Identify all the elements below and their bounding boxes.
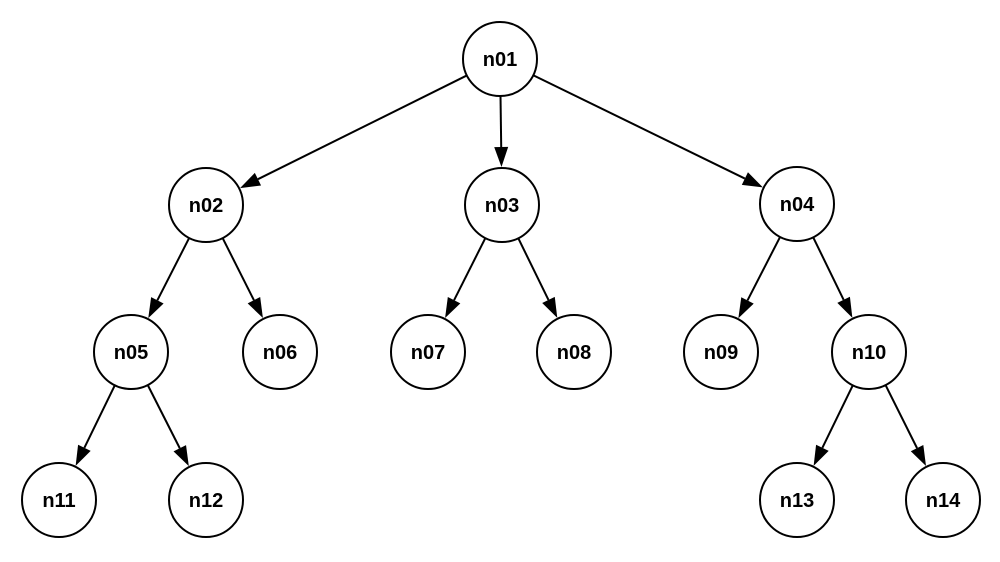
edge-line [83,384,116,449]
edge-line [517,237,550,301]
edge-n01-n02 [240,74,468,189]
edge-n03-n08 [517,237,558,318]
node-n03: n03 [464,167,540,243]
edge-n04-n10 [812,236,853,318]
node-label: n03 [485,195,519,217]
node-label: n06 [263,342,297,364]
node-n14: n14 [905,462,981,538]
node-circle [536,314,612,390]
edge-line [499,95,503,148]
node-n01: n01 [462,21,538,97]
arrowhead-icon [240,172,262,189]
node-n10: n10 [831,314,907,390]
edge-n04-n09 [738,236,781,319]
arrowhead-icon [542,296,558,318]
node-circle [168,167,244,243]
node-circle [242,314,318,390]
edge-line [746,236,781,301]
node-label: n07 [411,342,445,364]
edge-n01-n03 [494,95,509,168]
node-label: n05 [114,342,148,364]
node-circle [464,167,540,243]
edge-n02-n05 [148,237,191,319]
node-n06: n06 [242,314,318,390]
edge-n05-n11 [75,384,116,466]
node-label: n14 [926,490,961,512]
arrowhead-icon [910,444,927,467]
node-label: n12 [189,490,223,512]
node-circle [168,462,244,538]
node-circle [462,21,538,97]
node-circle [93,314,169,390]
node-n05: n05 [93,314,169,390]
arrowhead-icon [173,445,189,467]
node-circle [759,166,835,242]
node-circle [683,314,759,390]
node-n11: n11 [21,462,97,538]
arrowhead-icon [445,297,461,319]
node-circle [831,314,907,390]
edge-line [221,237,255,301]
edge-n02-n06 [221,237,263,319]
arrowhead-icon [494,146,509,168]
edge-n05-n12 [146,384,189,467]
arrowhead-icon [813,444,829,466]
arrowhead-icon [148,297,164,319]
node-circle [390,314,466,390]
node-n07: n07 [390,314,466,390]
arrowhead-icon [738,297,754,319]
node-label: n10 [852,342,886,364]
arrowhead-icon [837,296,853,318]
node-n08: n08 [536,314,612,390]
node-n12: n12 [168,462,244,538]
node-label: n09 [704,342,738,364]
node-label: n02 [189,195,223,217]
edge-line [812,236,845,301]
node-label: n08 [557,342,591,364]
node-n04: n04 [759,166,835,242]
edge-line [884,384,918,449]
edge-n03-n07 [445,237,487,319]
node-n09: n09 [683,314,759,390]
node-circle [759,462,835,538]
edge-n10-n13 [813,384,854,466]
node-label: n04 [780,194,815,216]
node-label: n01 [483,49,517,71]
edge-line [821,384,854,449]
edge-line [532,74,746,180]
node-circle [905,462,981,538]
edge-line [257,74,468,181]
arrowhead-icon [247,297,263,319]
edge-line [156,237,191,301]
edge-n10-n14 [884,384,927,467]
node-n02: n02 [168,167,244,243]
node-circle [21,462,97,538]
edge-line [453,237,487,301]
node-label: n13 [780,490,814,512]
arrowhead-icon [75,444,91,466]
arrowhead-icon [741,172,763,188]
edge-n01-n04 [532,74,763,188]
edge-line [146,384,181,449]
node-label: n11 [42,490,75,512]
node-n13: n13 [759,462,835,538]
